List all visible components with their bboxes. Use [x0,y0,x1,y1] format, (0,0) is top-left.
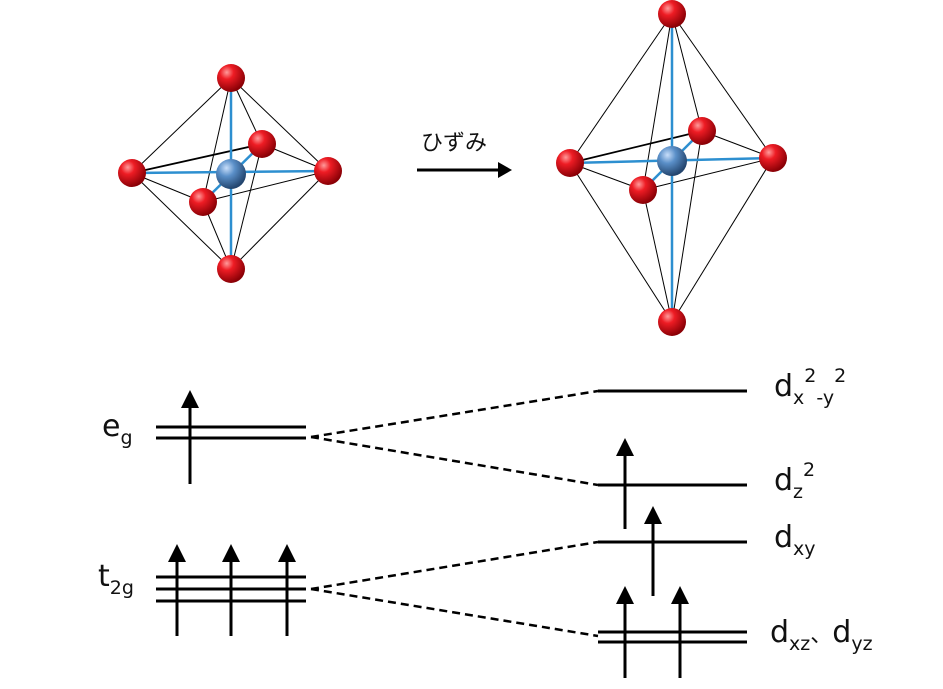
dx2y2-label: dx2-y2 [774,367,846,408]
distortion-label: ひずみ [421,131,488,156]
octahedron-regular [118,64,342,283]
oxygen-atom [658,0,686,28]
dyz-label-sub: yz [851,633,873,655]
dx2y2-label-sub-x: x [793,387,805,409]
oxygen-atom [189,188,217,216]
dz2-label-sub: z [793,481,804,503]
metal-atom [216,159,246,189]
oxygen-atom [248,130,276,158]
metal-atom [657,146,687,176]
octahedron-elongated [556,0,787,336]
correlation-lines [310,389,599,638]
oxygen-atom [658,308,686,336]
oxygen-atom [556,149,584,177]
dx2y2-label-sub-y: -y [816,387,835,409]
dxy-label: dxy [774,520,816,559]
electron-arrow-heads [168,390,689,604]
octahedron-elongated-edges [569,13,774,323]
dxy-label-main: d [774,520,794,555]
dx2y2-label-sup-2: 2 [834,365,847,387]
dxz-label-main: d [770,615,790,650]
t2g-label-sub: 2g [109,577,134,599]
dxy-label-sub: xy [793,538,816,560]
oxygen-atom [217,255,245,283]
dxz-label-sub: xz [789,633,811,655]
dxz-dyz-label: dxz、dyz [770,615,873,654]
dz2-label-sup: 2 [803,459,816,481]
oxygen-atom [118,159,146,187]
oxygen-atom [688,117,716,145]
eg-label: eg [102,409,133,448]
oxygen-atom [217,64,245,92]
dx2y2-label-main: d [774,369,794,404]
dyz-label-main: d [832,615,852,650]
eg-label-main: e [102,409,121,444]
distortion-arrow-head [498,162,512,178]
t2g-label: t2g [98,559,134,598]
electron-arrows [175,402,682,678]
oxygen-atom [759,144,787,172]
dz2-label-main: d [774,463,794,498]
t2g-label-main: t [98,559,110,594]
dz2-label: dz2 [774,461,815,502]
energy-levels [156,389,747,644]
dx2y2-label-sup-1: 2 [804,365,817,387]
label-separator: 、 [810,623,833,648]
eg-label-sub: g [120,427,133,449]
oxygen-atom [629,176,657,204]
oxygen-atom [314,157,342,185]
